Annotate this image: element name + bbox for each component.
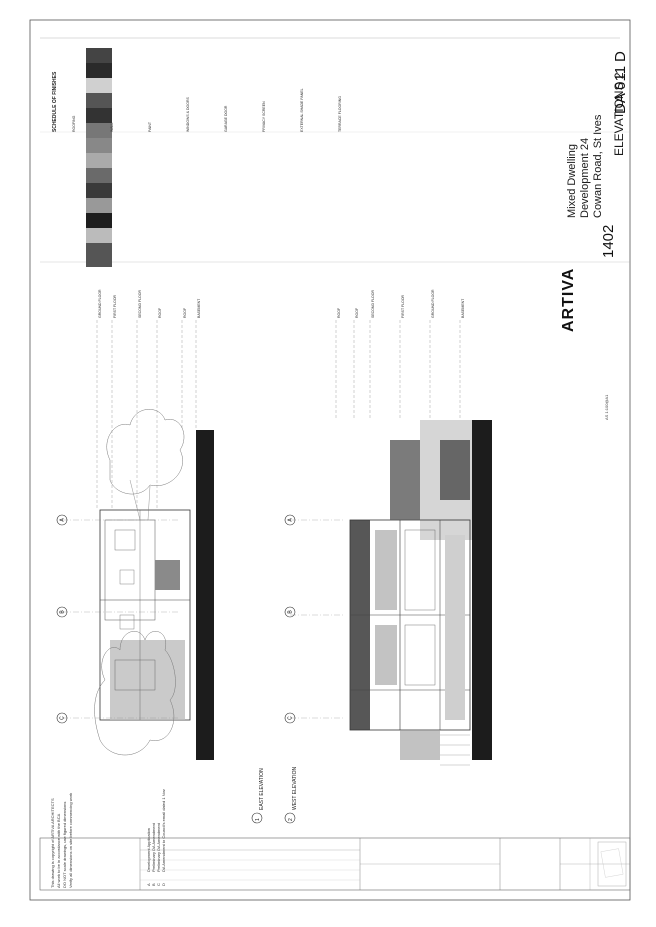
note-line: All work to be in accordance with the BC… xyxy=(56,813,61,888)
finish-group-label: WINDOWS & DOORS xyxy=(186,97,190,132)
revision-letter-cell: D xyxy=(161,883,166,886)
grid-label: B xyxy=(288,610,294,614)
note-line: DO NOT scale drawings, use figured dimen… xyxy=(62,801,67,888)
level-label: BASEMENT xyxy=(197,298,201,318)
level-label: GROUND FLOOR xyxy=(431,289,435,318)
finish-group-label: TERRACE FLOORING xyxy=(338,96,342,132)
finish-group-label: PAINT xyxy=(148,121,152,132)
view-label-west: WEST ELEVATION xyxy=(292,766,298,810)
grid-bubble xyxy=(284,712,296,724)
level-label: GROUND FLOOR xyxy=(98,289,102,318)
grid-label: B xyxy=(60,610,66,614)
tree-outline xyxy=(106,409,185,495)
drawing-scale: AS 1:100@A1 xyxy=(604,394,609,420)
finish-group-label: PRIVACY SCREEN xyxy=(262,101,266,132)
level-label: FIRST FLOOR xyxy=(113,294,117,318)
sheet-border xyxy=(29,19,631,901)
grid-label: A xyxy=(60,518,66,522)
east-elevation xyxy=(62,320,214,760)
view-number-west: 2 xyxy=(288,818,294,821)
note-line: Verify all dimensions on site before com… xyxy=(68,792,73,888)
level-label: ROOF xyxy=(355,307,359,318)
note-line: This drawing is copyright of ARTIVA ARCH… xyxy=(50,798,55,888)
finishes-column xyxy=(40,48,630,267)
grid-bubbles: A B C A B C xyxy=(56,514,296,724)
level-label: SECOND FLOOR xyxy=(371,289,375,318)
company-logo: ARTIVA xyxy=(560,267,577,332)
view-bubble xyxy=(284,812,296,824)
grid-bubble xyxy=(56,514,68,526)
view-label-east: EAST ELEVATION xyxy=(259,768,265,810)
grid-label: C xyxy=(60,716,66,720)
grid-label: A xyxy=(288,518,294,522)
finish-group-label: WALL xyxy=(110,122,114,132)
grid-bubble xyxy=(56,606,68,618)
west-ground-slab xyxy=(472,420,492,760)
finish-swatches xyxy=(86,48,112,267)
level-label: ROOF xyxy=(337,307,341,318)
grid-bubble xyxy=(56,712,68,724)
project-number: 1402 xyxy=(600,224,617,258)
finish-group-label: EXTERNAL SHADE PANEL xyxy=(300,88,304,132)
view-bubble xyxy=(251,812,263,824)
level-label: ROOF xyxy=(158,307,162,318)
finishes-heading: SCHEDULE OF FINISHES xyxy=(52,71,58,132)
level-label: SECOND FLOOR xyxy=(138,289,142,318)
revision-letter: D xyxy=(612,51,629,62)
finish-swatch xyxy=(86,243,112,267)
east-ground-slab xyxy=(196,430,214,760)
grid-bubble xyxy=(284,606,296,618)
tree-outline xyxy=(94,631,176,756)
level-label: FIRST FLOOR xyxy=(401,294,405,318)
grid-bubble xyxy=(284,514,296,526)
finish-group-label: ROOFING xyxy=(72,115,76,132)
west-elevation xyxy=(290,320,492,766)
title-block xyxy=(39,837,631,891)
level-label: BASEMENT xyxy=(461,298,465,318)
level-label: ROOF xyxy=(183,307,187,318)
drawing-number: DA 011 xyxy=(612,65,629,114)
finish-group-label: GARAGE DOOR xyxy=(224,105,228,132)
project-name: Mixed Dwelling Development 24 Cowan Road… xyxy=(566,114,604,218)
grid-label: C xyxy=(288,716,294,720)
revision-description-cell: DA Amendment to Council's email dated 1 … xyxy=(161,789,166,872)
view-number-east: 1 xyxy=(255,818,261,821)
